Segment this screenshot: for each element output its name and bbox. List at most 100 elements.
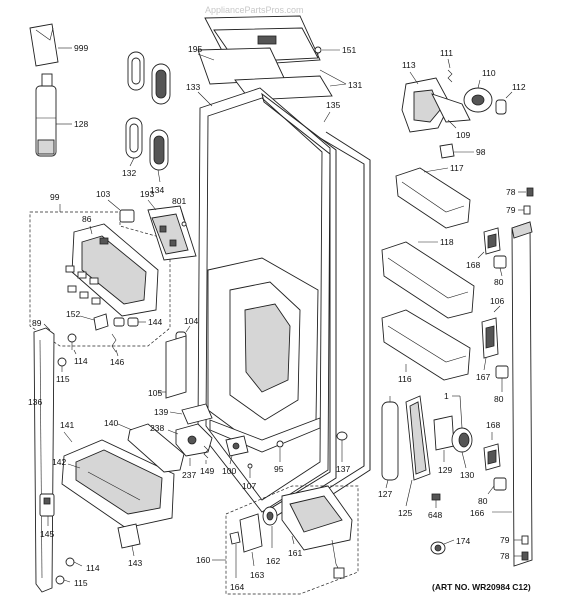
part-lever-238[interactable] — [175, 423, 213, 457]
part-screw-151[interactable] — [314, 46, 322, 58]
callout-140[interactable]: 140 — [104, 418, 118, 428]
part-hinge-167[interactable] — [481, 317, 499, 359]
callout-129[interactable]: 129 — [438, 465, 452, 475]
callout-149[interactable]: 149 — [200, 466, 214, 476]
callout-99[interactable]: 99 — [50, 192, 60, 202]
part-switch-103[interactable] — [119, 209, 135, 223]
callout-144[interactable]: 144 — [148, 317, 162, 327]
callout-135[interactable]: 135 — [326, 100, 340, 110]
callout-103[interactable]: 103 — [96, 189, 110, 199]
part-screw-114-upper[interactable] — [67, 333, 77, 350]
callout-161[interactable]: 161 — [288, 548, 302, 558]
part-screw-114-lower[interactable] — [65, 557, 83, 567]
part-filter-manifold-125[interactable] — [405, 395, 431, 481]
part-dispenser-cradle-142[interactable] — [61, 439, 175, 529]
part-door-end-cap[interactable] — [511, 221, 533, 567]
part-fitting-174[interactable] — [430, 541, 446, 555]
part-screw-107[interactable] — [247, 463, 253, 469]
part-clip-164[interactable] — [229, 531, 241, 545]
part-screw-79-bottom[interactable] — [521, 535, 529, 545]
part-spacer-144[interactable] — [113, 317, 139, 327]
callout-95[interactable]: 95 — [274, 464, 284, 474]
part-tube-1[interactable] — [459, 395, 463, 429]
callout-163[interactable]: 163 — [250, 570, 264, 580]
callout-195[interactable]: 195 — [188, 44, 202, 54]
part-switches-row[interactable] — [65, 265, 101, 305]
part-spring-149[interactable] — [203, 445, 209, 459]
part-chute-105[interactable] — [165, 335, 187, 399]
callout-134[interactable]: 134 — [150, 185, 164, 195]
callout-80-c[interactable]: 80 — [478, 496, 488, 506]
part-spacer-80-a[interactable] — [493, 255, 507, 269]
callout-133[interactable]: 133 — [186, 82, 200, 92]
callout-137[interactable]: 137 — [336, 464, 350, 474]
part-motor-161[interactable] — [281, 485, 353, 579]
callout-125[interactable]: 125 — [398, 508, 412, 518]
callout-112[interactable]: 112 — [512, 82, 526, 92]
part-handle-cap-134[interactable] — [149, 129, 169, 171]
callout-98[interactable]: 98 — [476, 147, 486, 157]
part-bracket-139[interactable] — [181, 403, 213, 425]
callout-146[interactable]: 146 — [110, 357, 124, 367]
part-screw-95[interactable] — [276, 440, 284, 448]
part-drip-tray-140[interactable] — [127, 423, 185, 473]
callout-166[interactable]: 166 — [470, 508, 484, 518]
part-handle-cap-132[interactable] — [125, 117, 143, 159]
callout-104[interactable]: 104 — [184, 316, 198, 326]
part-top-cover[interactable] — [197, 15, 333, 101]
part-bracket-129[interactable] — [433, 415, 455, 451]
part-hinge-168-bottom[interactable] — [483, 443, 501, 471]
callout-999[interactable]: 999 — [74, 43, 88, 53]
callout-116[interactable]: 116 — [398, 374, 412, 384]
callout-111[interactable]: 111 — [440, 48, 453, 58]
callout-1[interactable]: 1 — [444, 391, 449, 401]
callout-139[interactable]: 139 — [154, 407, 168, 417]
part-filter-housing-127[interactable] — [381, 396, 399, 481]
part-washer-162[interactable] — [262, 506, 278, 526]
callout-193[interactable]: 193 — [140, 189, 154, 199]
callout-113[interactable]: 113 — [402, 60, 416, 70]
part-dispenser-actuator[interactable] — [401, 77, 471, 133]
callout-78-bottom[interactable]: 78 — [500, 551, 510, 561]
callout-131[interactable]: 131 — [348, 80, 362, 90]
part-bracket-163[interactable] — [239, 513, 263, 553]
callout-118[interactable]: 118 — [440, 237, 454, 247]
callout-160[interactable]: 160 — [196, 555, 210, 565]
callout-648[interactable]: 648 — [428, 510, 442, 520]
callout-128[interactable]: 128 — [74, 119, 88, 129]
callout-115-upper[interactable]: 115 — [56, 374, 70, 384]
part-manual[interactable] — [29, 23, 59, 67]
part-hinge-168-top[interactable] — [483, 227, 501, 255]
part-screw-115-upper[interactable] — [57, 357, 67, 367]
part-control-board-193[interactable] — [147, 205, 197, 261]
part-spacer-80-b[interactable] — [495, 365, 509, 379]
callout-110[interactable]: 110 — [482, 68, 496, 78]
callout-238[interactable]: 238 — [150, 423, 164, 433]
callout-109[interactable]: 109 — [456, 130, 470, 140]
part-door-bin-117[interactable] — [395, 167, 471, 229]
callout-114-lower[interactable]: 114 — [86, 563, 100, 573]
part-dispenser-panel-86[interactable] — [71, 223, 159, 317]
callout-162[interactable]: 162 — [266, 556, 280, 566]
callout-168-bottom[interactable]: 168 — [486, 420, 500, 430]
callout-100[interactable]: 100 — [222, 466, 236, 476]
part-bushing-112[interactable] — [495, 99, 507, 115]
callout-130[interactable]: 130 — [460, 470, 474, 480]
callout-114-upper[interactable]: 114 — [74, 356, 88, 366]
part-spring-111[interactable] — [447, 69, 453, 83]
part-switch-100[interactable] — [225, 435, 249, 457]
callout-237[interactable]: 237 — [182, 470, 196, 480]
part-solenoid-110[interactable] — [463, 87, 493, 113]
callout-127[interactable]: 127 — [378, 489, 392, 499]
callout-106[interactable]: 106 — [490, 296, 504, 306]
callout-136[interactable]: 136 — [28, 397, 42, 407]
part-spring-146[interactable] — [111, 333, 117, 353]
callout-168-top[interactable]: 168 — [466, 260, 480, 270]
callout-115-lower[interactable]: 115 — [74, 578, 88, 588]
callout-167[interactable]: 167 — [476, 372, 490, 382]
callout-107[interactable]: 107 — [242, 481, 256, 491]
callout-143[interactable]: 143 — [128, 558, 142, 568]
part-door-bin-116[interactable] — [381, 309, 471, 381]
callout-86[interactable]: 86 — [82, 214, 92, 224]
part-water-filter[interactable] — [35, 73, 57, 157]
